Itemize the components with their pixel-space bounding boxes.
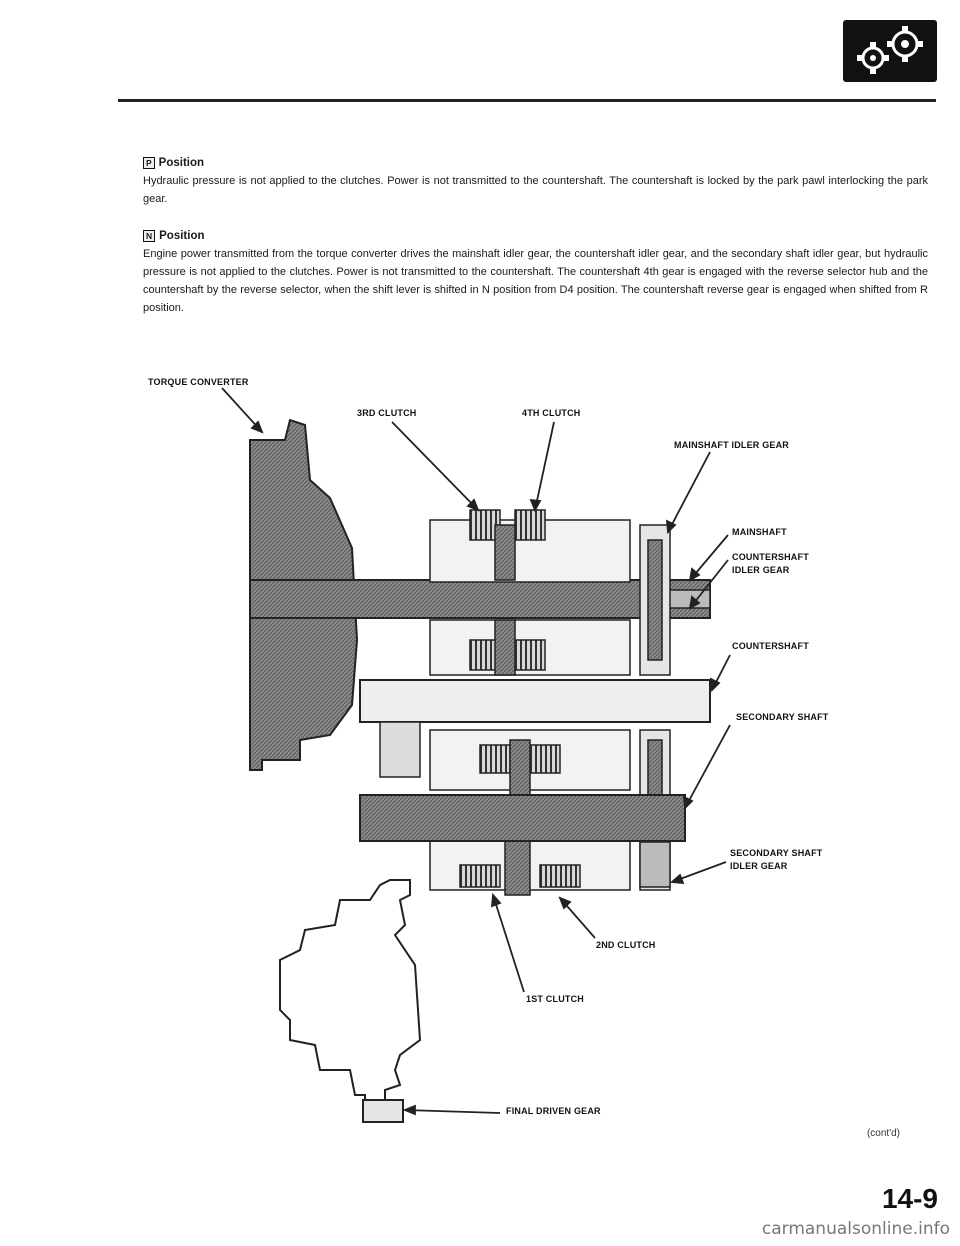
label-torque-converter: TORQUE CONVERTER <box>148 377 249 387</box>
label-countershaft: COUNTERSHAFT <box>732 641 809 651</box>
label-secondary-shaft-idler-gear-line2: IDLER GEAR <box>730 861 788 871</box>
countershaft-shape <box>359 679 711 778</box>
label-mainshaft: MAINSHAFT <box>732 527 787 537</box>
label-secondary-shaft-idler-gear-line1: SECONDARY SHAFT <box>730 848 823 858</box>
n-badge: N <box>143 230 156 242</box>
watermark: carmanualsonline.info <box>761 1219 950 1239</box>
p-badge: P <box>143 157 155 169</box>
label-1st-clutch: 1ST CLUTCH <box>526 994 584 1004</box>
secondary-shaft-shape <box>359 794 686 888</box>
section-n-title: Position <box>159 230 205 242</box>
label-2nd-clutch: 2ND CLUTCH <box>596 940 656 950</box>
page-number: 14-9 <box>881 1183 938 1214</box>
section-p-body: Hydraulic pressure is not applied to the… <box>143 175 928 205</box>
label-4th-clutch: 4TH CLUTCH <box>522 408 581 418</box>
section-n-position: N Position Engine power transmitted from… <box>143 227 928 317</box>
label-3rd-clutch: 3RD CLUTCH <box>357 408 417 418</box>
leader-lines <box>221 387 731 1116</box>
gears-icon <box>843 20 937 82</box>
upper-clutch-pack <box>429 509 671 676</box>
label-mainshaft-idler-gear: MAINSHAFT IDLER GEAR <box>674 440 789 450</box>
header-rule <box>118 99 936 102</box>
section-n-heading: N Position <box>143 227 928 245</box>
section-p-heading: P Position <box>143 154 928 172</box>
continued-note: (cont'd) <box>866 1128 900 1139</box>
final-driven-gear-outline <box>279 879 422 1123</box>
label-final-driven-gear: FINAL DRIVEN GEAR <box>506 1106 601 1116</box>
label-countershaft-idler-gear-line1: COUNTERSHAFT <box>732 552 809 562</box>
label-countershaft-idler-gear-line2: IDLER GEAR <box>732 565 790 575</box>
section-p-title: Position <box>158 157 205 169</box>
lower-clutch-pack <box>429 729 671 896</box>
label-secondary-shaft: SECONDARY SHAFT <box>736 712 829 722</box>
section-p-position: P Position Hydraulic pressure is not app… <box>143 154 928 208</box>
section-n-body: Engine power transmitted from the torque… <box>143 248 928 314</box>
